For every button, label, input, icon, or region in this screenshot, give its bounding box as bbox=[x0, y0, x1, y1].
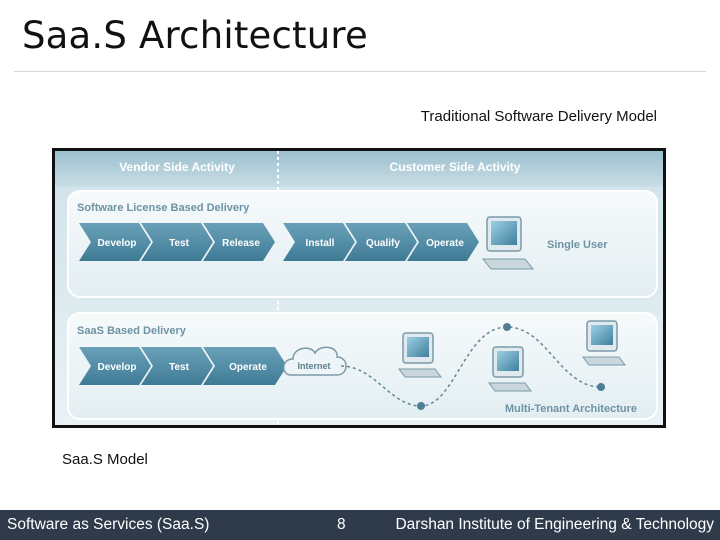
saas-step-develop: Develop bbox=[79, 347, 151, 385]
traditional-step-operate: Operate bbox=[407, 223, 479, 261]
step-label: Develop bbox=[98, 238, 137, 249]
network-node bbox=[417, 402, 425, 410]
step-label: Test bbox=[169, 362, 189, 373]
single-user-computer-icon bbox=[481, 216, 535, 270]
step-label: Develop bbox=[98, 362, 137, 373]
single-user-label: Single User bbox=[547, 239, 608, 251]
footer-institute-name: Darshan Institute of Engineering & Techn… bbox=[395, 516, 714, 533]
multi-tenant-label: Multi-Tenant Architecture bbox=[505, 403, 637, 415]
footer-course-title: Software as Services (Saa.S) bbox=[7, 516, 210, 533]
traditional-step-qualify: Qualify bbox=[345, 223, 417, 261]
saas-step-test: Test bbox=[141, 347, 213, 385]
internet-cloud-icon: Internet bbox=[283, 346, 347, 376]
saas-delivery-title: SaaS Based Delivery bbox=[77, 325, 187, 337]
tenant-computer-icon bbox=[488, 346, 532, 392]
customer-side-header: Customer Side Activity bbox=[390, 160, 521, 174]
traditional-delivery-title: Software License Based Delivery bbox=[77, 202, 250, 214]
multi-tenant-network-line bbox=[340, 326, 602, 407]
step-label: Operate bbox=[426, 238, 464, 249]
title-divider bbox=[14, 71, 706, 72]
footer-page-number: 8 bbox=[337, 516, 346, 533]
vendor-side-header: Vendor Side Activity bbox=[119, 160, 235, 174]
traditional-step-test: Test bbox=[141, 223, 213, 261]
step-label: Release bbox=[222, 238, 260, 249]
tenant-computer-icon bbox=[398, 332, 442, 378]
internet-label: Internet bbox=[297, 361, 330, 371]
saas-delivery-panel bbox=[67, 312, 658, 420]
traditional-step-develop: Develop bbox=[79, 223, 151, 261]
traditional-model-caption: Traditional Software Delivery Model bbox=[420, 108, 657, 125]
step-label: Test bbox=[169, 238, 189, 249]
step-label: Operate bbox=[229, 362, 267, 373]
network-node bbox=[503, 323, 511, 331]
saas-model-caption: Saa.S Model bbox=[62, 451, 148, 468]
saas-step-operate: Operate bbox=[203, 347, 287, 385]
step-label: Qualify bbox=[366, 238, 400, 249]
step-label: Install bbox=[306, 238, 335, 249]
diagram-header-band bbox=[55, 151, 663, 187]
tenant-computer-icon bbox=[582, 320, 626, 366]
slide-footer: Software as Services (Saa.S) 8 Darshan I… bbox=[0, 510, 720, 540]
traditional-step-install: Install bbox=[283, 223, 355, 261]
traditional-step-release: Release bbox=[203, 223, 275, 261]
slide-title: Saa.S Architecture bbox=[22, 14, 368, 57]
network-node bbox=[597, 383, 605, 391]
delivery-model-diagram: Vendor Side Activity Customer Side Activ… bbox=[52, 148, 666, 428]
